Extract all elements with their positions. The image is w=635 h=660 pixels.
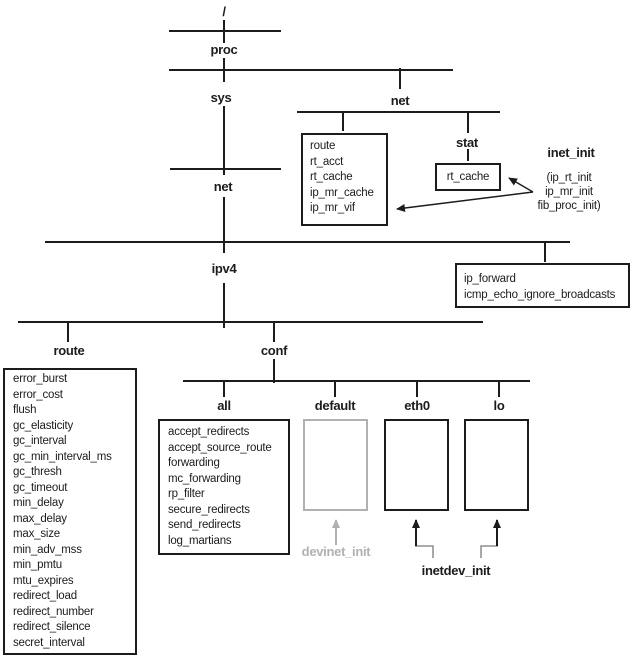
file-entry: max_size xyxy=(13,528,60,540)
file-entry: redirect_number xyxy=(13,605,94,618)
function-name: ip_mr_init xyxy=(545,186,593,198)
node-conf: conf xyxy=(260,343,288,358)
file-entry: redirect_load xyxy=(13,590,77,602)
node-eth0: eth0 xyxy=(404,398,430,413)
file-entry: secret_interval xyxy=(13,636,85,649)
function-name: (ip_rt_init xyxy=(546,172,592,184)
file-entry: accept_source_route xyxy=(168,441,272,454)
file-entry: mc_forwarding xyxy=(168,472,241,485)
annotation-inetdev-init: inetdev_init xyxy=(421,563,491,578)
annotation-inet-init: inet_init xyxy=(547,145,595,160)
node-default: default xyxy=(314,398,356,413)
file-entry: rt_acct xyxy=(310,155,344,168)
box-conf-default-empty xyxy=(303,419,368,511)
file-entry: send_redirects xyxy=(168,519,241,531)
file-entry: route xyxy=(310,140,336,152)
file-entry: flush xyxy=(13,404,37,416)
file-entry: gc_thresh xyxy=(13,466,62,478)
file-entry: rt_cache xyxy=(310,171,353,183)
node-stat: stat xyxy=(456,135,478,150)
node-route: route xyxy=(53,343,85,358)
file-entry: gc_min_interval_ms xyxy=(13,450,112,463)
annotation-inet-init-functions: (ip_rt_init ip_mr_init fib_proc_init) xyxy=(537,171,600,213)
box-stat-rt-cache: rt_cache xyxy=(435,163,501,191)
function-name: fib_proc_init) xyxy=(537,200,601,212)
file-entry: mtu_expires xyxy=(13,574,74,587)
file-entry: secure_redirects xyxy=(168,503,250,516)
file-entry: ip_mr_cache xyxy=(310,186,374,199)
arrow-inet-init-to-net-files xyxy=(396,191,534,212)
file-entry: min_pmtu xyxy=(13,559,62,571)
elbow-inetdev-init-to-lo xyxy=(480,545,498,558)
file-entry: rt_cache xyxy=(446,171,490,183)
file-entry: icmp_echo_ignore_broadcasts xyxy=(464,288,616,301)
file-entry: ip_mr_vif xyxy=(310,202,355,214)
file-entry: ip_forward xyxy=(464,273,516,285)
file-entry: gc_timeout xyxy=(13,481,68,494)
box-ipv4-files: ip_forward icmp_echo_ignore_broadcasts xyxy=(455,263,630,308)
file-entry: gc_interval xyxy=(13,435,67,447)
file-entry: error_cost xyxy=(13,388,63,401)
arrow-inet-init-to-rt-cache xyxy=(508,177,534,193)
file-entry: max_delay xyxy=(13,512,67,525)
node-net-proc: net xyxy=(390,93,410,108)
file-entry: redirect_silence xyxy=(13,621,91,633)
node-root: / xyxy=(222,4,226,19)
node-net-sys: net xyxy=(213,179,233,194)
box-conf-eth0-empty xyxy=(384,419,449,511)
file-entry: rp_filter xyxy=(168,488,205,500)
node-sys: sys xyxy=(210,90,232,105)
box-conf-lo-empty xyxy=(464,419,529,511)
file-entry: error_burst xyxy=(13,373,68,385)
file-entry: min_adv_mss xyxy=(13,543,82,556)
file-entry: log_martians xyxy=(168,534,232,547)
node-ipv4: ipv4 xyxy=(211,261,237,276)
node-lo: lo xyxy=(493,398,505,413)
box-proc-net-files: route rt_acct rt_cache ip_mr_cache ip_mr_vif xyxy=(301,133,388,226)
node-proc: proc xyxy=(210,42,238,57)
node-all: all xyxy=(217,398,231,413)
file-entry: accept_redirects xyxy=(168,426,250,438)
elbow-inetdev-init-to-eth0 xyxy=(415,545,434,558)
annotation-devinet-init: devinet_init xyxy=(301,544,371,559)
file-entry: gc_elasticity xyxy=(13,419,74,432)
file-entry: forwarding xyxy=(168,457,220,469)
file-entry: min_delay xyxy=(13,497,64,509)
